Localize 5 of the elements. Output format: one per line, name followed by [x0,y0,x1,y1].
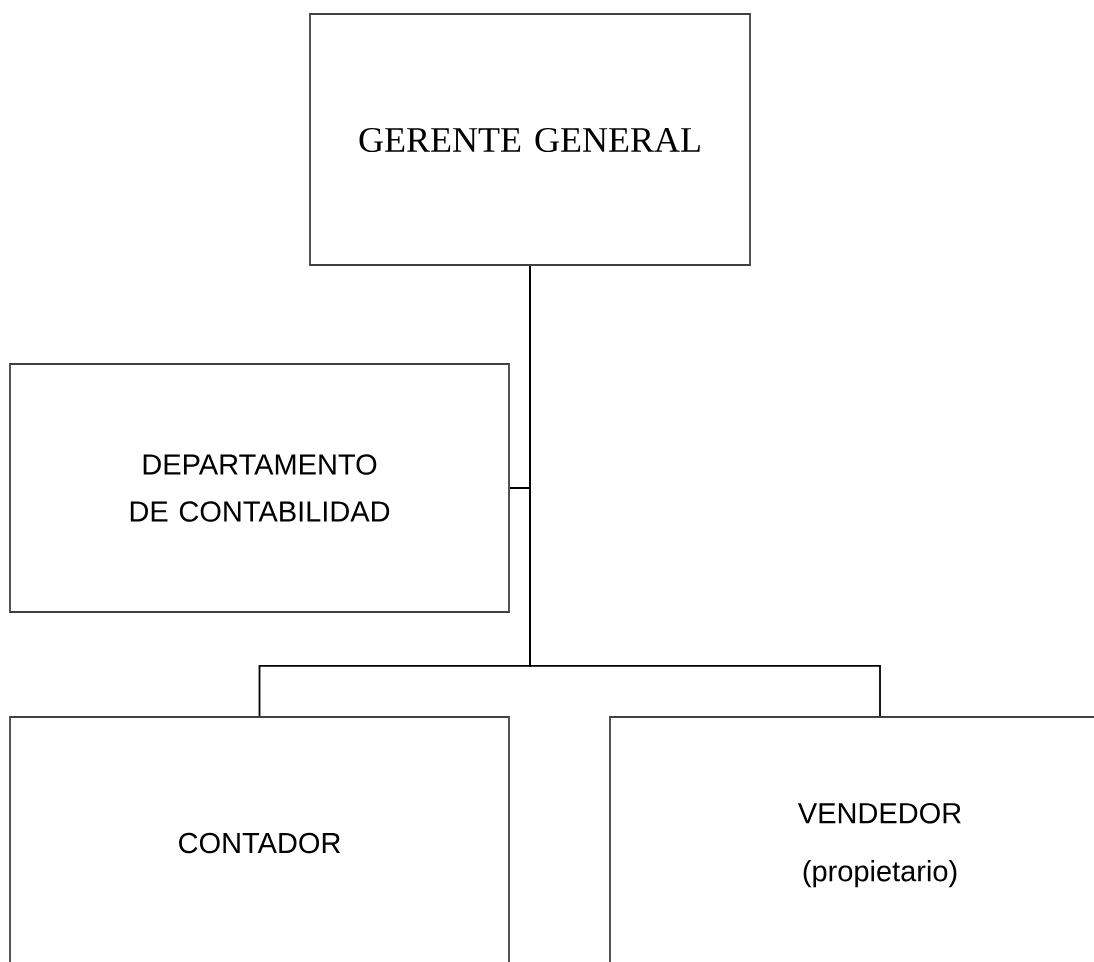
org-box: GERENTE GENERAL [309,13,751,266]
connector-line [529,265,881,717]
org-box: CONTADOR [9,716,510,962]
org-box: VENDEDOR (propietario) [609,716,1094,962]
org-box: DEPARTAMENTO DE CONTABILIDAD [9,363,510,613]
